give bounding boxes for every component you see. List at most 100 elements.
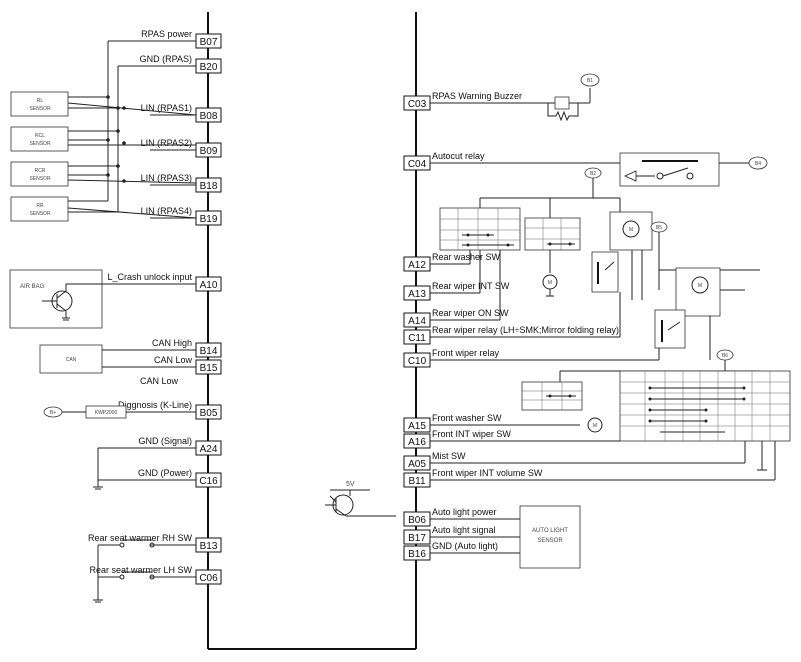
right-pin-id: A16: [408, 437, 426, 448]
left-pin-b15: B15 CAN Low: [150, 355, 222, 375]
supply-5v-label: 5V: [346, 481, 355, 488]
right-pin-label: Mist SW: [432, 451, 466, 461]
right-pin-a14: A14 Rear wiper ON SW: [403, 308, 509, 328]
auto-light-label-2: SENSOR: [537, 538, 563, 544]
sensor-rcl-label-1: RCL: [35, 133, 45, 139]
right-pin-label: Rear wiper ON SW: [432, 308, 509, 318]
b5-label: B5: [656, 225, 662, 231]
b1-label: B1: [587, 78, 593, 84]
left-pin-id: B18: [200, 181, 218, 192]
seat-warmer-switches: [93, 539, 196, 603]
diagnosis-line: B+ KWP2000: [43, 405, 196, 419]
left-pin-label: LIN (RPAS3): [141, 173, 192, 183]
left-pin-id: A24: [200, 444, 218, 455]
left-pin-id: B15: [200, 363, 218, 374]
auto-light-sensor: 5V AUTO LIGHT SENSOR: [325, 481, 581, 569]
rpas-buzzer: B1: [430, 73, 600, 122]
left-pin-label: GND (RPAS): [140, 54, 192, 64]
right-pin-id: A13: [408, 289, 426, 300]
left-pin-b18: B18 LIN (RPAS3): [141, 173, 222, 193]
left-pin-a10: A10 L_Crash unlock input: [107, 272, 222, 292]
right-pin-label: RPAS Warning Buzzer: [432, 91, 522, 101]
right-pin-id: A14: [408, 316, 426, 327]
ground-wiring: [93, 447, 196, 490]
sensor-rcr-label-2: SENSOR: [29, 176, 51, 182]
left-pin-label: Rear seat warmer RH SW: [88, 533, 193, 543]
right-pin-label: Front INT wiper SW: [432, 429, 511, 439]
left-pin-id: C16: [199, 476, 218, 487]
left-pin-id: B20: [200, 62, 218, 73]
left-pin-id: B07: [200, 37, 218, 48]
autocut-relay: B4: [430, 152, 768, 187]
left-pin-c16: C16 GND (Power): [138, 468, 222, 488]
sensor-rcl-label-2: SENSOR: [29, 141, 51, 147]
right-pin-b06: B06 Auto light power: [403, 507, 497, 527]
left-pin-label: CAN Low: [154, 355, 193, 365]
right-pin-id: B06: [408, 515, 426, 526]
can-label: CAN: [66, 357, 77, 363]
right-pin-label: Autocut relay: [432, 151, 485, 161]
b2-label: B2: [590, 171, 596, 177]
sensor-rl-label-1: RL: [37, 98, 44, 104]
right-pin-label: Front wiper INT volume SW: [432, 468, 543, 478]
right-pin-id: C11: [408, 333, 426, 344]
airbag-label: AIR BAG: [20, 284, 45, 290]
left-pin-label: LIN (RPAS1): [141, 103, 192, 113]
can-low-extra-label: CAN Low: [140, 376, 179, 386]
left-pin-b13: B13 Rear seat warmer RH SW: [88, 533, 222, 553]
left-pin-label: Diggnosis (K-Line): [118, 400, 192, 410]
right-pin-label: GND (Auto light): [432, 541, 498, 551]
svg-text:M: M: [593, 423, 597, 429]
right-pin-label: Rear washer SW: [432, 252, 501, 262]
left-pin-b07: B07 RPAS power: [141, 29, 222, 49]
control-module-outline: [207, 12, 417, 650]
right-pin-label: Rear wiper INT SW: [432, 281, 510, 291]
rear-wiper-section: B2 M: [430, 167, 653, 338]
right-pin-label: Front wiper relay: [432, 348, 500, 358]
left-pin-id: B09: [200, 146, 218, 157]
right-pin-id: A05: [408, 459, 426, 470]
sensor-rr-label-1: RR: [36, 203, 44, 209]
right-pin-id: B17: [408, 533, 426, 544]
left-pin-id: B08: [200, 111, 218, 122]
auto-light-label-1: AUTO LIGHT: [532, 528, 568, 534]
right-pin-label: Front washer SW: [432, 413, 502, 423]
right-pin-label: Auto light power: [432, 507, 497, 517]
right-pin-label: Rear wiper relay (LH÷SMK;Mirror folding …: [432, 325, 619, 335]
b-plus-label: B+: [50, 410, 56, 416]
rpas-sensor-group: RL SENSOR RCL SENSOR RCR SENSOR RR SENSO…: [10, 40, 197, 222]
left-pin-id: A10: [200, 280, 218, 291]
right-pin-id: B11: [408, 476, 425, 487]
right-pin-a16: A16 Front INT wiper SW: [403, 429, 511, 449]
left-pin-label: LIN (RPAS4): [141, 206, 192, 216]
left-pin-id: B13: [200, 541, 218, 552]
sensor-rl-label-2: SENSOR: [29, 106, 51, 112]
front-wiper-section: B5 M B6: [430, 221, 791, 481]
left-pin-label: GND (Power): [138, 468, 192, 478]
right-pin-a13: A13 Rear wiper INT SW: [403, 281, 510, 301]
right-pin-b11: B11 Front wiper INT volume SW: [403, 468, 543, 488]
airbag-module: AIR BAG: [9, 269, 196, 329]
svg-text:M: M: [548, 280, 552, 286]
b4-label: B4: [755, 161, 761, 167]
left-pin-label: L_Crash unlock input: [107, 272, 192, 282]
left-pin-label: Rear seat warmer LH SW: [89, 565, 192, 575]
left-pin-id: B14: [200, 346, 218, 357]
right-pin-c11: C11 Rear wiper relay (LH÷SMK;Mirror foldi…: [403, 325, 619, 345]
kwp2000-label: KWP2000: [95, 410, 118, 416]
svg-text:M: M: [629, 227, 633, 233]
right-pin-id: A15: [408, 421, 426, 432]
left-pin-label: RPAS power: [141, 29, 192, 39]
svg-text:M: M: [698, 283, 702, 289]
